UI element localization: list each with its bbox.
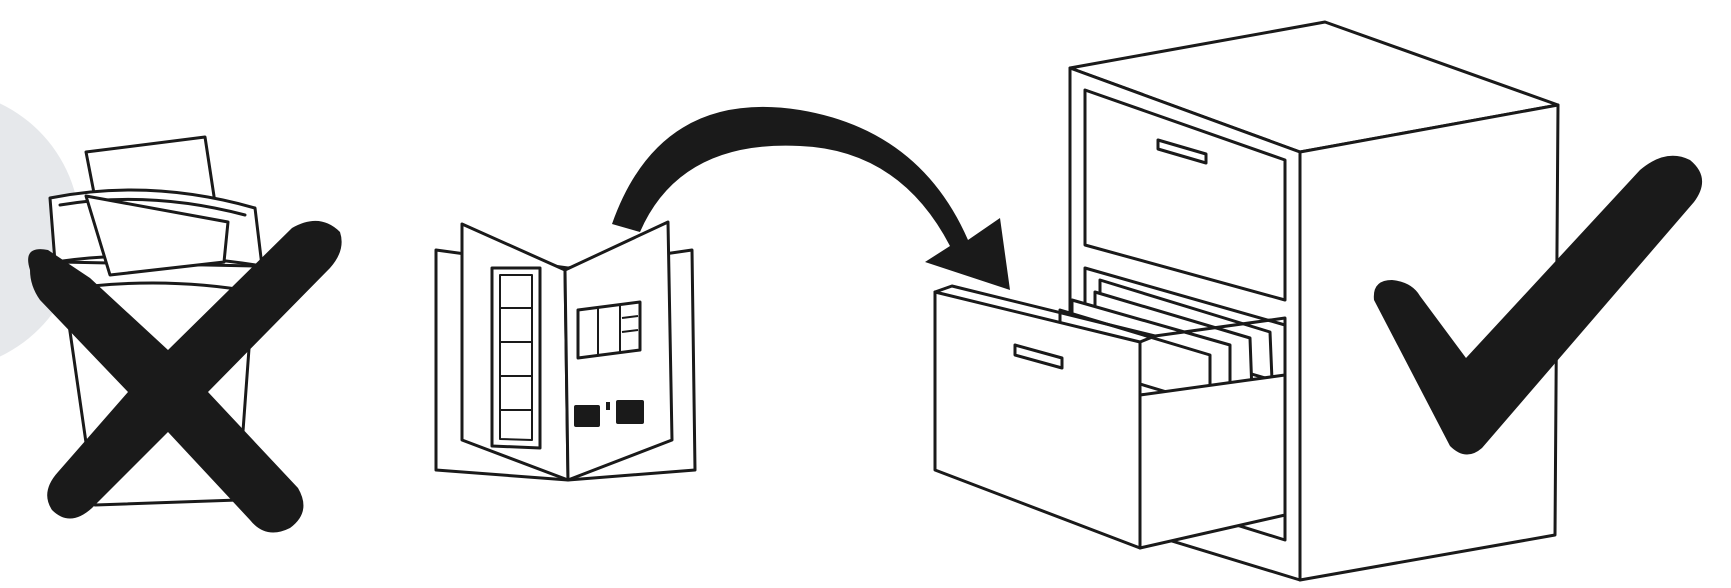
cross-mark-icon	[28, 220, 342, 533]
check-mark-icon	[1373, 155, 1703, 455]
filing-cabinet-icon	[933, 20, 1560, 582]
open-manual-icon	[434, 220, 697, 482]
curved-arrow-icon	[612, 106, 1010, 290]
